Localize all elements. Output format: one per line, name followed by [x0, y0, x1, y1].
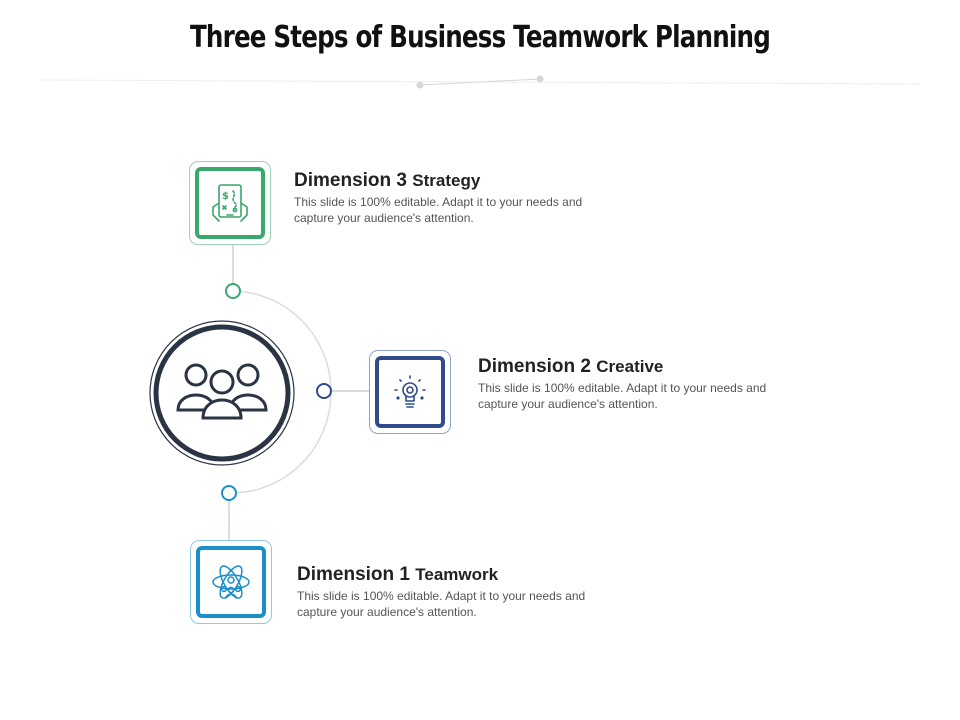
teamwork-icon-box	[190, 540, 272, 624]
page-title: Three Steps of Business Teamwork Plannin…	[189, 20, 771, 55]
step-heading-main: Dimension 3	[294, 170, 407, 191]
node-strategy	[225, 283, 241, 299]
node-teamwork	[221, 485, 237, 501]
separator-dot	[416, 81, 424, 89]
strategy-tablet-icon: $	[212, 184, 248, 222]
svg-text:$: $	[222, 191, 229, 202]
strategy-icon-box: $	[189, 161, 271, 245]
title-separator-accent	[419, 78, 541, 86]
step-heading: Dimension 1 Teamwork	[297, 564, 637, 586]
step-heading: Dimension 2 Creative	[478, 356, 818, 378]
step-heading-sub: Creative	[596, 357, 664, 376]
step-teamwork: Dimension 1 Teamwork This slide is 100% …	[297, 564, 637, 620]
step-creative: Dimension 2 Creative This slide is 100% …	[478, 356, 818, 412]
creative-icon-box	[369, 350, 451, 434]
step-heading-main: Dimension 2	[478, 356, 591, 377]
step-heading-sub: Strategy	[412, 171, 481, 190]
step-description: This slide is 100% editable. Adapt it to…	[478, 381, 767, 411]
step-heading-main: Dimension 1	[297, 564, 410, 585]
separator-dot	[536, 75, 544, 83]
step-description: This slide is 100% editable. Adapt it to…	[294, 195, 583, 225]
lightbulb-icon	[394, 375, 426, 408]
hub	[149, 320, 295, 466]
node-creative	[316, 383, 332, 399]
team-group-icon	[176, 363, 268, 420]
step-description: This slide is 100% editable. Adapt it to…	[297, 589, 586, 619]
step-heading-sub: Teamwork	[415, 565, 499, 584]
team-atom-icon	[212, 565, 250, 599]
step-heading: Dimension 3 Strategy	[294, 170, 634, 192]
step-strategy: Dimension 3 Strategy This slide is 100% …	[294, 170, 634, 226]
